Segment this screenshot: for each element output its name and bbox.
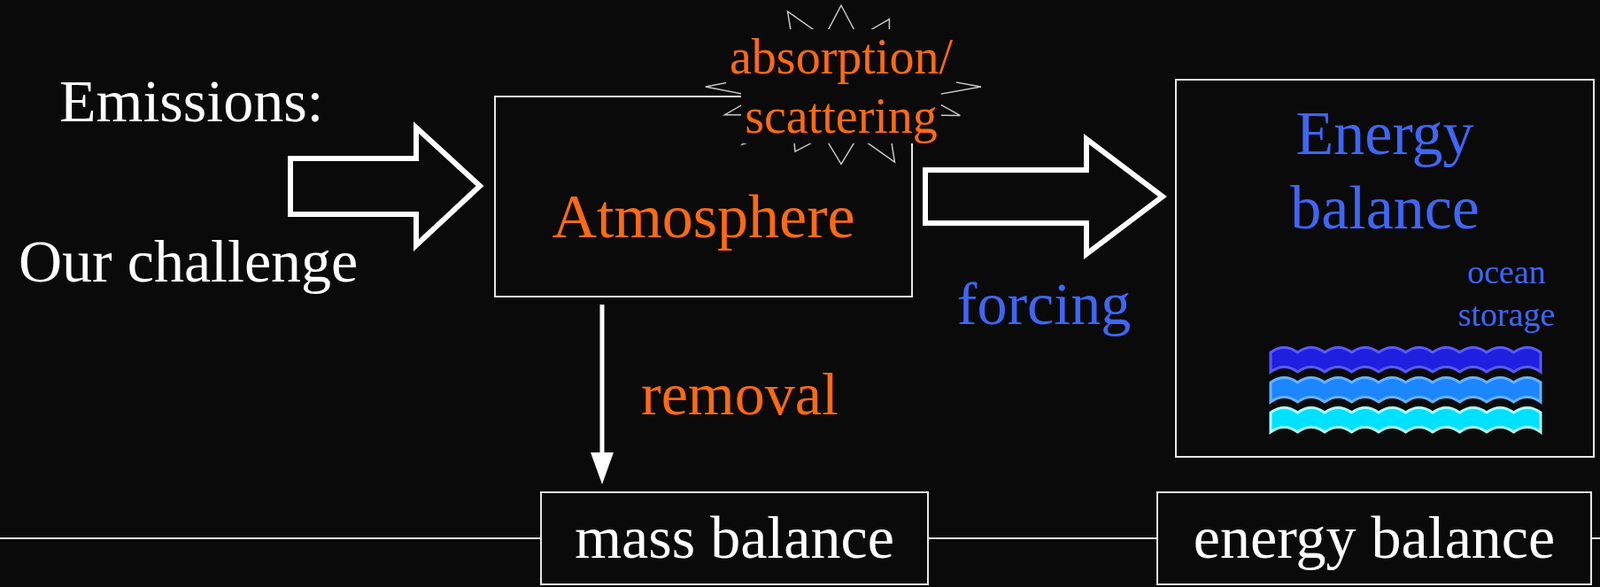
ocean-wave	[1270, 408, 1541, 433]
baseline-rule	[0, 537, 541, 540]
balance-label-wrap: energy balance	[1193, 502, 1555, 575]
starburst-callout: absorption/ scattering	[699, 3, 983, 171]
input-arrow	[290, 127, 480, 246]
baseline-rule	[1592, 537, 1600, 540]
link-line	[928, 537, 1157, 540]
balance-box: energy balance	[1156, 491, 1593, 586]
reservoir-label-wrap: ocean storage	[1446, 251, 1567, 336]
compartment-title: Atmosphere	[551, 182, 855, 251]
starburst-shape	[705, 5, 982, 164]
balance-label: mass balance	[574, 503, 895, 572]
removal-arrow	[590, 304, 614, 485]
arrow-shaft	[600, 304, 605, 455]
process-label-wrap: absorption/ scattering	[712, 27, 970, 147]
energy-box: Energy balance ocean storage	[1174, 78, 1595, 458]
edge-label: forcing	[953, 268, 1135, 341]
balance-box: mass balance	[540, 491, 929, 586]
reservoir-label: ocean storage	[1458, 253, 1556, 333]
heading-label: Our challenge	[18, 225, 358, 299]
balance-label: energy balance	[1193, 503, 1555, 572]
link-line	[928, 538, 1157, 540]
block-arrow	[925, 139, 1163, 255]
compartment-title-wrap: Atmosphere	[551, 179, 855, 255]
box-title: Energy balance	[1290, 99, 1480, 242]
edge-label: removal	[637, 358, 843, 432]
process-label: absorption/ scattering	[726, 29, 957, 144]
arrow-head	[590, 452, 614, 485]
heading-label: Emissions:	[59, 65, 325, 139]
box-title-wrap: Energy balance	[1260, 96, 1509, 246]
balance-label-wrap: mass balance	[574, 502, 895, 575]
ocean-wave	[1270, 378, 1541, 403]
ocean-wave	[1270, 347, 1541, 373]
forcing-arrow	[925, 139, 1163, 255]
